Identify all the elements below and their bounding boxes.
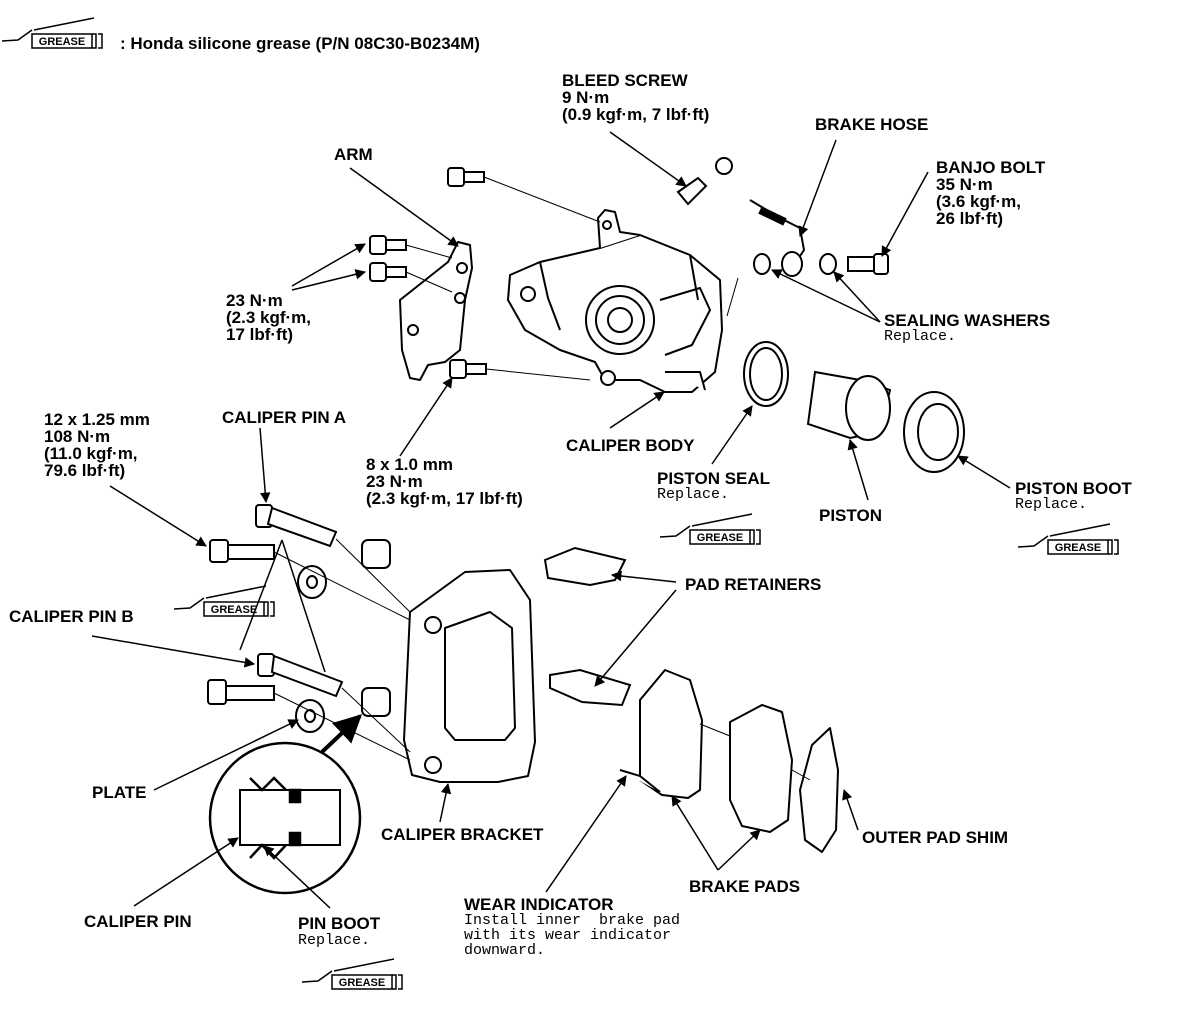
piston-seal-label: PISTON SEAL [657,469,771,488]
bleed-screw-label: BLEED SCREW 9 N·m (0.9 kgf·m, 7 lbf·ft) [562,72,709,123]
pad-retainers-label: PAD RETAINERS [685,575,822,594]
piston-boot-label: PISTON BOOT [1015,479,1132,498]
caliper-bracket-part [403,569,536,783]
arm-bolt-torque-alt-2: 17 lbf·ft) [226,325,294,344]
piston-label: PISTON [819,506,882,525]
grease-gun-icon-caliper-pin: GREASE [173,585,275,617]
piston-boot-note: Replace. [1015,496,1088,513]
grease-gun-icon-legend: GREASE [1,17,103,49]
pad-retainer-parts [543,546,632,707]
grease-tag-pin-boot: GREASE [339,977,385,989]
pin-a-bolt-torque-alt-1: (11.0 kgf·m, [44,444,138,463]
piston-seal-note: Replace. [657,486,730,503]
caliper-body-part [507,209,723,393]
wear-indicator-note-line-3: downward. [464,942,546,959]
bleed-screw-title: BLEED SCREW [562,71,688,90]
body-bolt-torque: 23 N·m [366,472,423,491]
sealing-washers-note: Replace. [884,328,957,345]
outer-pad-shim-label: OUTER PAD SHIM [862,828,1009,847]
pin-boot-note: Replace. [298,932,371,949]
caliper-pin-b-label: CALIPER PIN B [9,607,134,626]
caliper-bracket-label: CALIPER BRACKET [381,825,544,844]
grease-gun-icon-piston-boot: GREASE [1017,523,1119,555]
arm-bolt-torque: 23 N·m [226,291,283,310]
pin-boot-label: PIN BOOT [298,914,381,933]
pin-a-bolt-torque-alt-2: 79.6 lbf·ft) [44,461,126,480]
brake-hose-label: BRAKE HOSE [815,115,929,134]
piston-parts [743,341,965,473]
wear-indicator-note-line-2: with its wear indicator [464,927,672,944]
banjo-bolt-torque-alt-2: 26 lbf·ft) [936,209,1004,228]
body-bolt-torque-alt: (2.3 kgf·m, 17 lbf·ft) [366,489,523,508]
bleed-screw-part [676,157,733,206]
brake-hose-part [749,199,889,277]
leader-lines [91,131,1011,909]
caliper-pin-parts [207,504,391,733]
sealing-washers-label: SEALING WASHERS [884,311,1051,330]
pin-boot-inset [208,741,362,895]
grease-tag-piston-seal: GREASE [697,532,743,544]
brake-pads-label: BRAKE PADS [689,877,801,896]
caliper-body-label: CALIPER BODY [566,436,695,455]
pin-a-bolt-spec-label: 12 x 1.25 mm 108 N·m (11.0 kgf·m, 79.6 l… [44,411,150,479]
caliper-pin-label: CALIPER PIN [84,912,192,931]
banjo-bolt-label: BANJO BOLT 35 N·m (3.6 kgf·m, 26 lbf·ft) [936,159,1045,227]
bleed-screw-torque: 9 N·m [562,88,610,107]
arm-part [399,241,473,381]
caliper-pin-a-label: CALIPER PIN A [222,408,347,427]
body-bolt-size: 8 x 1.0 mm [366,455,453,474]
wear-indicator-note: Install inner brake pad with its wear in… [464,913,680,958]
plate-label: PLATE [92,783,147,802]
banjo-bolt-torque-alt-1: (3.6 kgf·m, [936,192,1022,211]
arm-bolt-torque-alt-1: (2.3 kgf·m, [226,308,312,327]
grease-gun-icon-pin-boot: GREASE [301,958,403,990]
wear-indicator-label: WEAR INDICATOR [464,895,614,914]
arm-label: ARM [334,145,373,164]
grease-tag-legend: GREASE [39,36,85,48]
banjo-bolt-title: BANJO BOLT [936,158,1046,177]
grease-tag-caliper-pin: GREASE [211,604,257,616]
pin-a-bolt-torque: 108 N·m [44,427,111,446]
wear-indicator-note-line-1: Install inner brake pad [464,912,681,929]
brake-pad-parts [619,669,839,853]
alignment-lines [273,176,811,781]
grease-legend-text: : Honda silicone grease (P/N 08C30-B0234… [120,34,480,53]
body-bolt-spec-label: 8 x 1.0 mm 23 N·m (2.3 kgf·m, 17 lbf·ft) [366,456,523,507]
inset-pointer [320,714,363,754]
pin-a-bolt-size: 12 x 1.25 mm [44,410,150,429]
bleed-screw-torque-alt: (0.9 kgf·m, 7 lbf·ft) [562,105,710,124]
arm-bolt-torque-label: 23 N·m (2.3 kgf·m, 17 lbf·ft) [226,292,311,343]
grease-gun-icon-piston-seal: GREASE [659,513,761,545]
banjo-bolt-torque: 35 N·m [936,175,993,194]
grease-tag-piston-boot: GREASE [1055,542,1101,554]
